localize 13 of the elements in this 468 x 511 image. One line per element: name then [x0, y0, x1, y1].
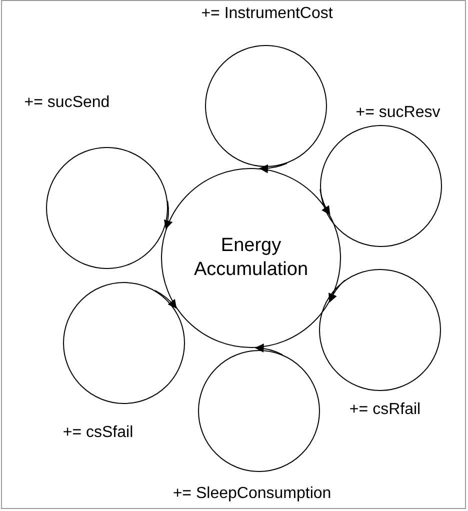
loop-label: += csSfail [62, 423, 134, 443]
loop-label: += sucResv [356, 103, 440, 123]
loop-label: += csRfail [349, 400, 421, 420]
arrow [320, 188, 330, 216]
arrow [154, 290, 177, 309]
node-label: Energy Accumulation [192, 234, 310, 282]
loop-label: += InstrumentCost [201, 4, 333, 24]
loop-label: += SleepConsumption [172, 484, 332, 504]
loop-label: += sucSend [24, 93, 110, 113]
arrow [258, 162, 288, 173]
arrow [329, 280, 346, 303]
arrow [163, 200, 172, 230]
arrow [254, 344, 284, 356]
